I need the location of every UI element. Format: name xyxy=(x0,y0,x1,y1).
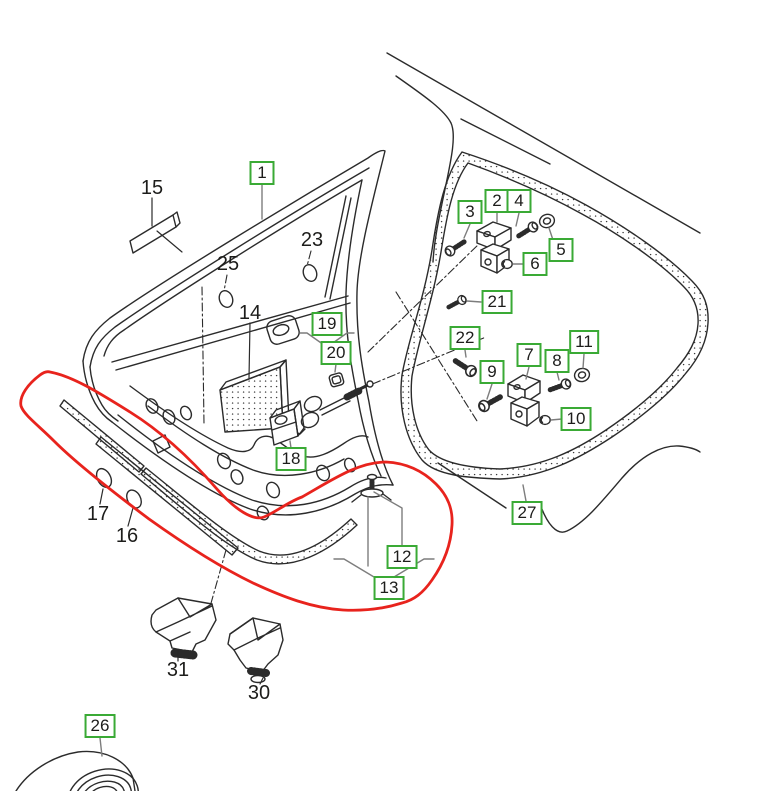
leader-22 xyxy=(464,349,467,358)
clip-31 xyxy=(150,597,217,660)
red-annotation-ellipse xyxy=(19,370,454,612)
callout-25: 25 xyxy=(216,253,240,275)
callout-19[interactable]: 19 xyxy=(311,312,343,336)
callout-2[interactable]: 2 xyxy=(484,189,510,213)
hinge-upper xyxy=(443,211,557,311)
cap-6 xyxy=(501,258,513,270)
door-inner-panel xyxy=(129,315,369,521)
callout-14: 14 xyxy=(238,302,262,324)
callout-17: 17 xyxy=(86,503,110,525)
callout-10[interactable]: 10 xyxy=(560,407,592,431)
leader-26 xyxy=(99,737,103,757)
callout-18[interactable]: 18 xyxy=(275,447,307,471)
leader-30 xyxy=(259,677,264,685)
callout-30: 30 xyxy=(247,682,271,704)
callout-5[interactable]: 5 xyxy=(548,238,574,262)
grommet-25 xyxy=(218,290,234,308)
callout-21[interactable]: 21 xyxy=(481,290,513,314)
leader-17 xyxy=(99,488,104,505)
damper-strip-15 xyxy=(129,211,181,254)
door-module-box xyxy=(269,400,305,446)
callout-31: 31 xyxy=(166,659,190,681)
leader-10 xyxy=(550,418,563,421)
leader-11 xyxy=(582,353,585,369)
leader-8 xyxy=(556,371,560,381)
leader-4 xyxy=(515,212,520,227)
grommet-23 xyxy=(302,264,318,282)
leader-25 xyxy=(223,274,228,292)
callout-26[interactable]: 26 xyxy=(84,714,116,738)
cap-10 xyxy=(539,414,551,426)
callout-7[interactable]: 7 xyxy=(516,343,542,367)
washer-5 xyxy=(537,211,557,231)
body-side-outline xyxy=(386,52,701,533)
callout-27[interactable]: 27 xyxy=(511,501,543,525)
callout-9[interactable]: 9 xyxy=(479,360,505,384)
hinge-lower xyxy=(452,356,592,427)
leader-14 xyxy=(248,322,251,379)
screw-22 xyxy=(452,356,478,378)
door-outline xyxy=(82,149,394,516)
callout-12[interactable]: 12 xyxy=(386,545,418,569)
callout-11[interactable]: 11 xyxy=(569,330,599,354)
leader-20 xyxy=(334,363,337,373)
callout-20[interactable]: 20 xyxy=(320,341,352,365)
bolt-4 xyxy=(516,220,540,240)
callout-16: 16 xyxy=(115,525,139,547)
washer-11 xyxy=(572,366,592,384)
leader-3 xyxy=(463,223,471,239)
leader-lines-boxed xyxy=(99,184,585,757)
callout-15: 15 xyxy=(140,177,164,199)
callout-13[interactable]: 13 xyxy=(373,576,405,600)
aperture-seal-band xyxy=(400,151,709,480)
callout-3[interactable]: 3 xyxy=(457,200,483,224)
callout-23: 23 xyxy=(300,229,324,251)
leader-7 xyxy=(525,366,530,380)
leader-16 xyxy=(127,507,134,527)
wheel-arch xyxy=(539,445,701,533)
leader-12 xyxy=(373,491,403,547)
seal-roll xyxy=(15,750,139,791)
callout-8[interactable]: 8 xyxy=(544,349,570,373)
screw-9 xyxy=(477,392,503,413)
leader-27 xyxy=(522,484,527,502)
clip-30 xyxy=(227,617,284,684)
callout-22[interactable]: 22 xyxy=(449,326,481,350)
screw-8 xyxy=(548,378,572,395)
bottom-seal-strips xyxy=(59,399,358,565)
screw-21 xyxy=(446,294,467,311)
callout-4[interactable]: 4 xyxy=(506,189,532,213)
door-check-strap xyxy=(287,372,374,435)
leader-21 xyxy=(466,300,482,303)
leader-15 xyxy=(151,197,183,253)
grommets xyxy=(95,264,318,509)
callout-1[interactable]: 1 xyxy=(249,161,275,185)
leader-18 xyxy=(289,440,292,449)
leader-9 xyxy=(486,383,493,400)
leader-23 xyxy=(306,250,312,267)
callout-6[interactable]: 6 xyxy=(522,252,548,276)
leader-lines-plain xyxy=(99,197,264,685)
screw-3 xyxy=(443,238,467,258)
seal-fastener-pin xyxy=(351,473,392,503)
